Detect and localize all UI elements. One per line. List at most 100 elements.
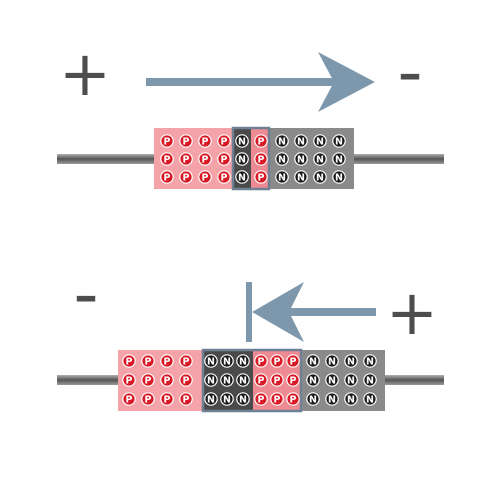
p-carrier-dot <box>270 373 284 387</box>
n-carrier-label: N <box>278 155 286 166</box>
p-carrier-dot <box>160 392 174 406</box>
n-carrier-label: N <box>238 137 246 148</box>
p-carrier-label: P <box>164 395 171 406</box>
p-carrier-label: P <box>164 137 171 148</box>
n-carrier-label: N <box>347 395 355 406</box>
p-carrier-dot <box>179 152 193 166</box>
top-junction-outline <box>231 126 271 191</box>
p-carrier-label: P <box>290 395 297 406</box>
p-carrier-dot <box>122 373 136 387</box>
n-carrier-dot <box>332 152 346 166</box>
n-carrier-dot <box>313 170 327 184</box>
n-carrier-dot <box>313 152 327 166</box>
p-carrier-dot <box>122 392 136 406</box>
n-carrier-dot <box>236 392 250 406</box>
p-carrier-label: P <box>202 137 209 148</box>
n-carrier-label: N <box>316 173 324 184</box>
n-carrier-label: N <box>366 395 374 406</box>
n-carrier-label: N <box>316 137 324 148</box>
bottom-wire-right <box>382 375 444 385</box>
n-carrier-dot <box>332 170 346 184</box>
bottom-minus-sign: - <box>73 253 98 335</box>
n-carrier-dot <box>235 152 249 166</box>
p-carrier-label: P <box>126 395 133 406</box>
p-carrier-dot <box>160 134 174 148</box>
n-carrier-label: N <box>239 357 247 368</box>
p-carrier-label: P <box>164 155 171 166</box>
p-carrier-dot <box>179 134 193 148</box>
p-carrier-dot <box>270 354 284 368</box>
top-plus-sign: + <box>59 37 111 110</box>
n-carrier-dot <box>204 373 218 387</box>
n-carrier-dot <box>344 373 358 387</box>
n-carrier-label: N <box>278 173 286 184</box>
n-carrier-dot <box>236 354 250 368</box>
n-carrier-label: N <box>238 173 246 184</box>
p-carrier-dot <box>254 152 268 166</box>
n-carrier-dot <box>236 373 250 387</box>
p-carrier-dot <box>179 392 193 406</box>
p-carrier-label: P <box>183 155 190 166</box>
n-carrier-dot <box>313 134 327 148</box>
p-carrier-dot <box>179 354 193 368</box>
n-carrier-dot <box>306 373 320 387</box>
p-carrier-label: P <box>258 137 265 148</box>
p-carrier-label: P <box>183 357 190 368</box>
n-carrier-label: N <box>297 173 305 184</box>
p-carrier-label: P <box>202 155 209 166</box>
n-carrier-dot <box>306 392 320 406</box>
p-carrier-label: P <box>221 173 228 184</box>
n-carrier-label: N <box>207 395 215 406</box>
n-carrier-label: N <box>297 137 305 148</box>
n-carrier-label: N <box>239 395 247 406</box>
p-carrier-dot <box>122 354 136 368</box>
p-carrier-label: P <box>274 357 281 368</box>
p-carrier-label: P <box>221 137 228 148</box>
p-carrier-dot <box>160 354 174 368</box>
bottom-depletion-outline <box>201 348 303 413</box>
p-carrier-label: P <box>290 357 297 368</box>
p-carrier-label: P <box>126 376 133 387</box>
n-carrier-dot <box>325 373 339 387</box>
n-carrier-dot <box>325 354 339 368</box>
n-carrier-label: N <box>239 376 247 387</box>
n-carrier-label: N <box>328 376 336 387</box>
p-carrier-label: P <box>183 395 190 406</box>
n-carrier-label: N <box>207 357 215 368</box>
n-carrier-dot <box>363 392 377 406</box>
p-carrier-dot <box>217 170 231 184</box>
n-carrier-label: N <box>223 357 231 368</box>
n-carrier-label: N <box>328 395 336 406</box>
p-carrier-dot <box>217 134 231 148</box>
n-carrier-dot <box>220 373 234 387</box>
n-carrier-dot <box>363 354 377 368</box>
n-carrier-dot <box>275 152 289 166</box>
n-carrier-label: N <box>335 137 343 148</box>
p-carrier-label: P <box>258 376 265 387</box>
p-carrier-label: P <box>164 357 171 368</box>
p-carrier-label: P <box>183 137 190 148</box>
p-carrier-label: P <box>126 357 133 368</box>
n-carrier-label: N <box>316 155 324 166</box>
p-carrier-label: P <box>221 155 228 166</box>
top-wire-left <box>57 154 157 164</box>
n-carrier-label: N <box>223 376 231 387</box>
top-forward-arrow <box>146 52 375 112</box>
p-carrier-dot <box>198 170 212 184</box>
n-carrier-dot <box>220 354 234 368</box>
n-carrier-dot <box>204 354 218 368</box>
n-carrier-dot <box>294 170 308 184</box>
n-carrier-dot <box>344 354 358 368</box>
p-carrier-label: P <box>258 155 265 166</box>
n-carrier-dot <box>294 134 308 148</box>
p-carrier-label: P <box>258 357 265 368</box>
p-carrier-dot <box>254 354 268 368</box>
top-wire-right <box>352 154 444 164</box>
n-carrier-label: N <box>309 395 317 406</box>
